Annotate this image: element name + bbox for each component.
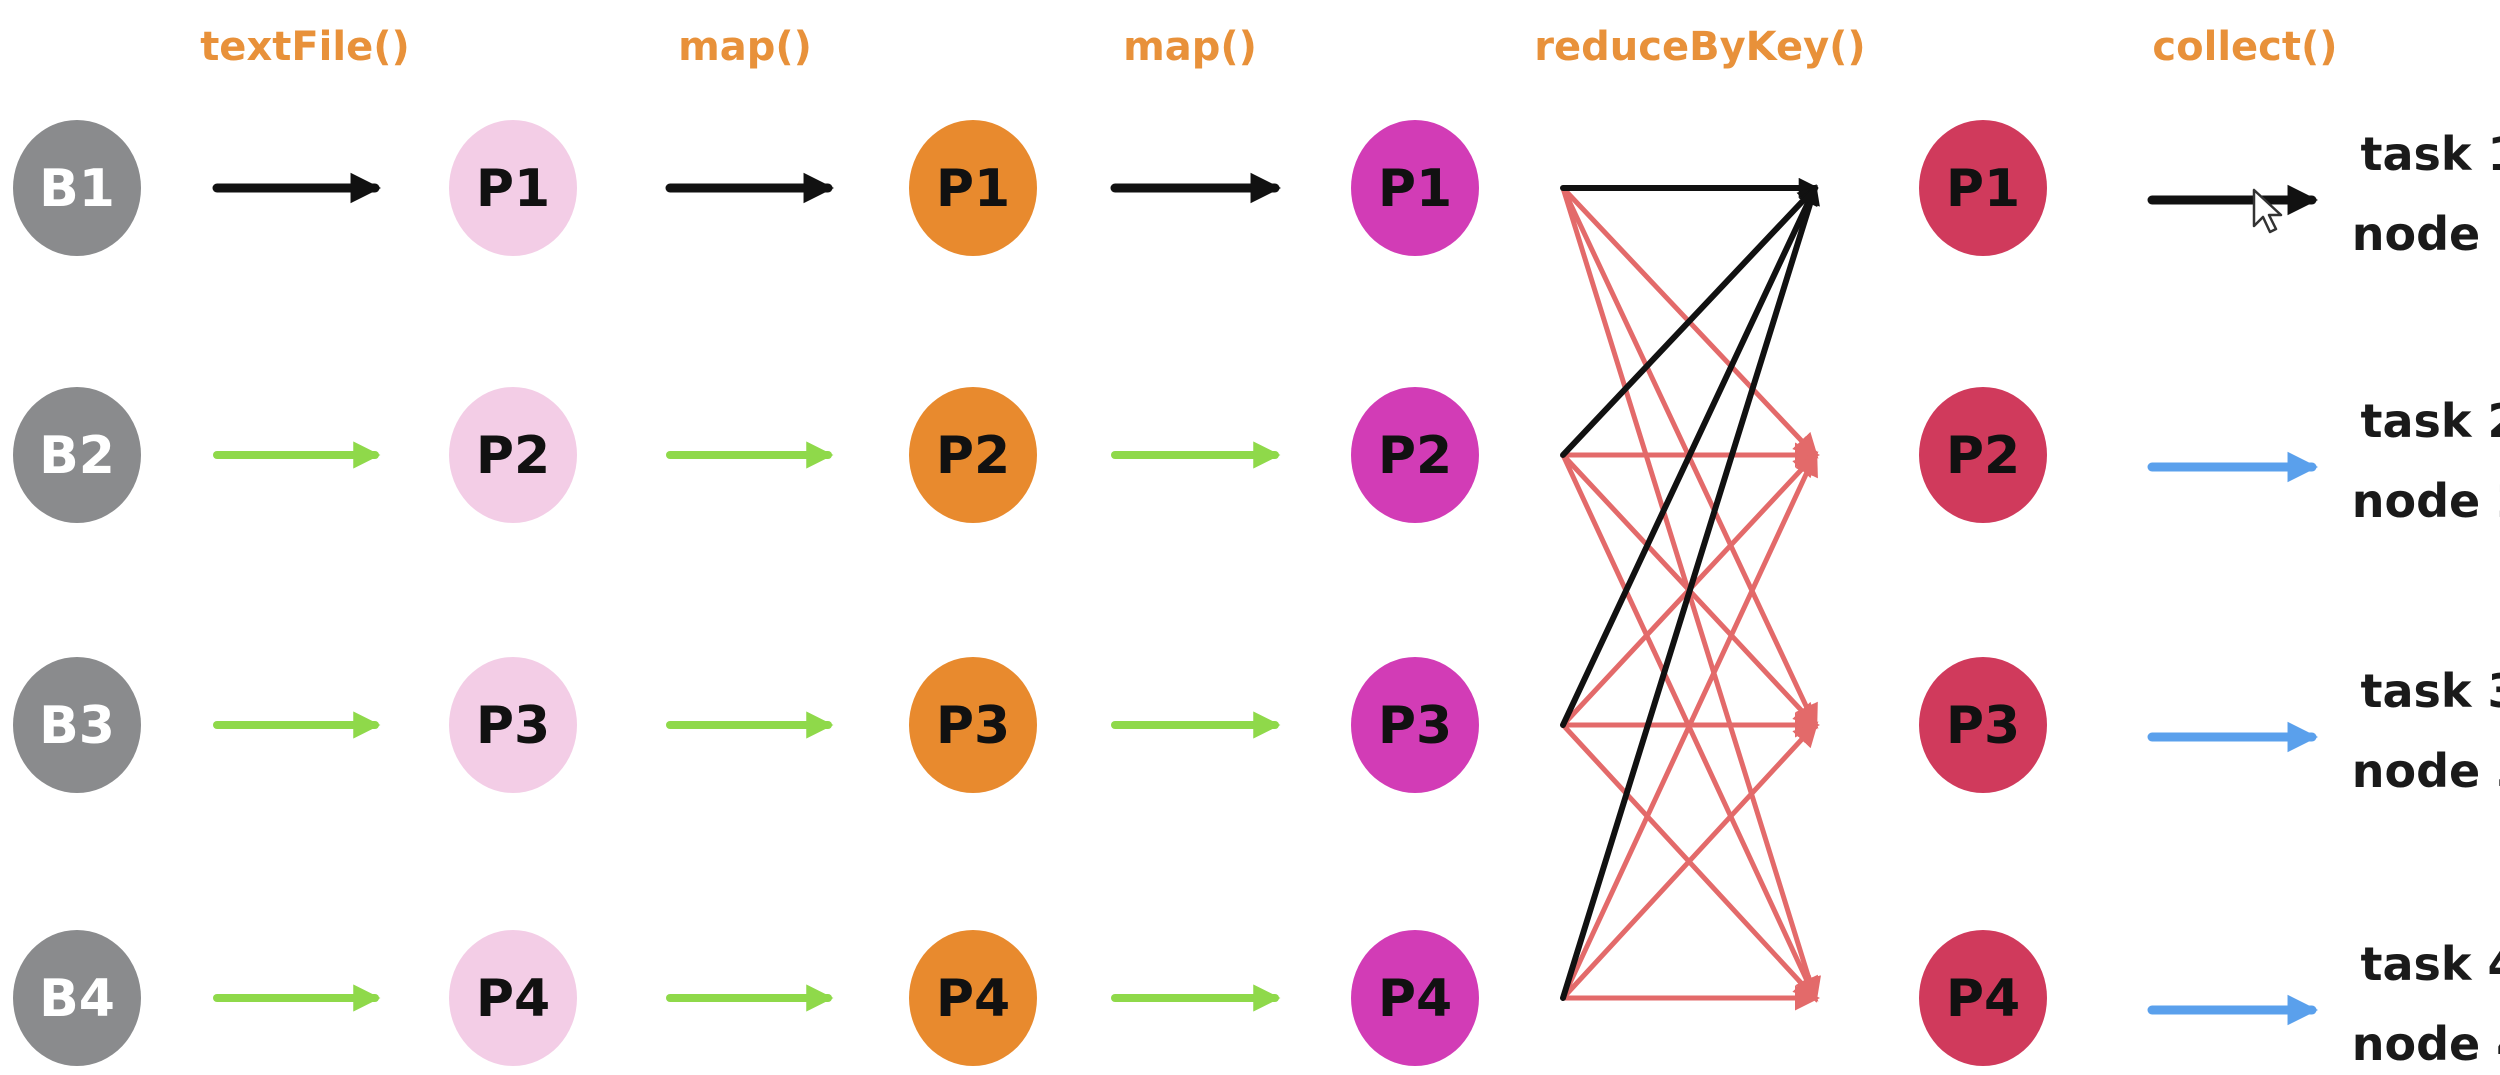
- node-circle: [449, 120, 577, 256]
- node-circle: [909, 120, 1037, 256]
- shuffle-arrow-p4-to-p2: [1560, 450, 1818, 1001]
- node-circle: [909, 657, 1037, 793]
- node-label: P4: [476, 969, 550, 1029]
- blocks-node-4: B4: [13, 930, 141, 1066]
- textfile-partitions-node-1: P1: [449, 120, 577, 256]
- stage-label-1: map(): [678, 24, 812, 70]
- node-host-label-2: node 2: [2352, 474, 2500, 528]
- stage-label-3: reduceByKey(): [1534, 24, 1865, 70]
- stage-label-0: textFile(): [200, 24, 410, 70]
- node-circle: [449, 387, 577, 523]
- reduce-partitions-node-4: P4: [1919, 930, 2047, 1066]
- node-label: P1: [1946, 159, 2020, 219]
- node-label: P1: [1378, 159, 1452, 219]
- task-label-3: task 3: [2360, 664, 2500, 718]
- node-label: B1: [39, 159, 115, 219]
- node-circle: [1351, 120, 1479, 256]
- node-circle: [1919, 930, 2047, 1066]
- blocks-node-2: B2: [13, 387, 141, 523]
- node-circle: [449, 657, 577, 793]
- node-label: P3: [936, 696, 1010, 756]
- task-label-1: task 1: [2360, 127, 2500, 181]
- shuffle-arrows: [1560, 177, 1821, 1011]
- pipeline-arrows: [212, 172, 1282, 1012]
- node-label: P3: [476, 696, 550, 756]
- node-label: P2: [476, 426, 550, 486]
- reduce-partitions-node-2: P2: [1919, 387, 2047, 523]
- shuffle-arrow-p4-to-p3: [1560, 721, 1819, 1001]
- shuffle-arrow-p3-to-p1: [1560, 184, 1818, 728]
- stage-label-4: collect(): [2152, 24, 2337, 70]
- stage-label-2: map(): [1123, 24, 1257, 70]
- node-label: P4: [1378, 969, 1452, 1029]
- map1-partitions-node-4: P4: [909, 930, 1037, 1066]
- node-circle: [13, 387, 141, 523]
- node-label: B2: [39, 426, 115, 486]
- map1-partitions-node-1: P1: [909, 120, 1037, 256]
- textfile-partitions-node-2: P2: [449, 387, 577, 523]
- node-label: P4: [1946, 969, 2020, 1029]
- shuffle-arrow-p2-to-p1: [1560, 185, 1818, 458]
- stage-labels: textFile() map() map() reduceByKey() collect…: [200, 24, 2337, 70]
- node-label: P3: [1378, 696, 1452, 756]
- node-circle: [1351, 657, 1479, 793]
- node-circle: [13, 120, 141, 256]
- shuffle-arrow-p4-to-p1: [1560, 184, 1820, 1001]
- node-label: P1: [476, 159, 550, 219]
- map2-partitions-node-4: P4: [1351, 930, 1479, 1066]
- textfile-partitions-node-3: P3: [449, 657, 577, 793]
- node-label: B4: [39, 969, 115, 1029]
- node-circle: [1919, 657, 2047, 793]
- node-label: P2: [936, 426, 1010, 486]
- node-label: P4: [936, 969, 1010, 1029]
- node-label: P3: [1946, 696, 2020, 756]
- node-label: P2: [1946, 426, 2020, 486]
- node-circle: [909, 930, 1037, 1066]
- task-outputs: task 1 node 1 task 2 node 2 task 3 node 3 task…: [2147, 127, 2500, 1071]
- map2-partitions-node-3: P3: [1351, 657, 1479, 793]
- blocks-node-3: B3: [13, 657, 141, 793]
- reduce-partitions-node-3: P3: [1919, 657, 2047, 793]
- textfile-partitions-node-4: P4: [449, 930, 577, 1066]
- node-circle: [13, 657, 141, 793]
- node-host-label-1: node 1: [2352, 207, 2500, 261]
- node-label: B3: [39, 696, 115, 756]
- task-label-4: task 4: [2360, 937, 2500, 991]
- node-circle: [909, 387, 1037, 523]
- node-label: P1: [936, 159, 1010, 219]
- mouse-cursor-icon: [2252, 188, 2283, 234]
- map1-partitions-node-2: P2: [909, 387, 1037, 523]
- node-label: P2: [1378, 426, 1452, 486]
- node-circle: [1919, 120, 2047, 256]
- map2-partitions-node-1: P1: [1351, 120, 1479, 256]
- node-circle: [13, 930, 141, 1066]
- node-circle: [1351, 930, 1479, 1066]
- blocks-node-1: B1: [13, 120, 141, 256]
- node-circle: [1919, 387, 2047, 523]
- node-circle: [1351, 387, 1479, 523]
- map2-partitions-node-2: P2: [1351, 387, 1479, 523]
- node-host-label-3: node 3: [2352, 744, 2500, 798]
- map1-partitions-node-3: P3: [909, 657, 1037, 793]
- reduce-partitions-node-1: P1: [1919, 120, 2047, 256]
- task-label-2: task 2: [2360, 394, 2500, 448]
- node-circle: [449, 930, 577, 1066]
- node-host-label-4: node 4: [2352, 1017, 2500, 1071]
